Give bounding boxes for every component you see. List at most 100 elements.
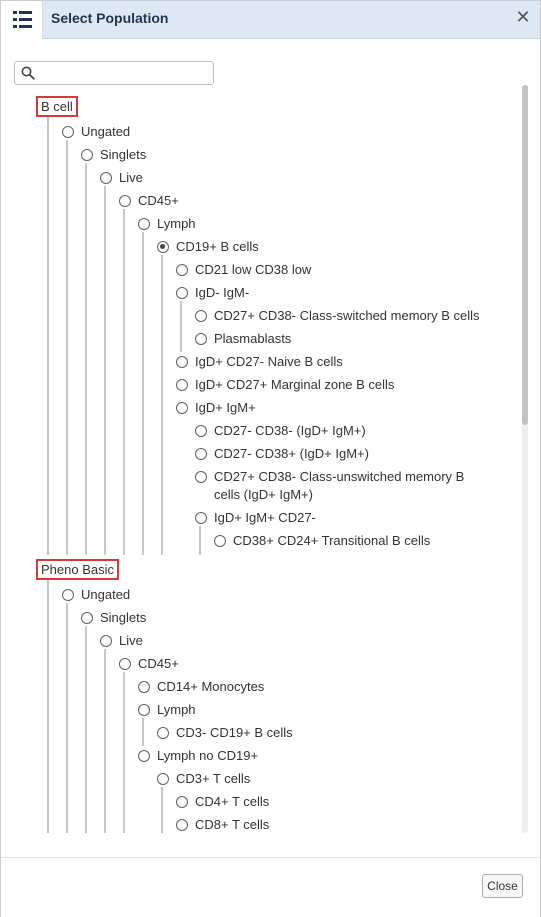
tree-guide-line bbox=[142, 718, 144, 746]
tree-guide-line bbox=[66, 603, 68, 833]
radio-button[interactable] bbox=[195, 471, 207, 483]
tree-node[interactable]: IgD- IgM- bbox=[1, 283, 521, 303]
radio-button[interactable] bbox=[176, 796, 188, 808]
radio-button[interactable] bbox=[176, 287, 188, 299]
scrollbar-thumb[interactable] bbox=[522, 85, 528, 425]
tree-node-label: Live bbox=[119, 170, 143, 185]
radio-button[interactable] bbox=[138, 681, 150, 693]
tree-guide-line bbox=[85, 626, 87, 833]
tree-node[interactable]: CD27- CD38+ (IgD+ IgM+) bbox=[1, 444, 521, 464]
tree-guide-line bbox=[66, 140, 68, 555]
radio-button[interactable] bbox=[62, 589, 74, 601]
list-icon bbox=[1, 1, 43, 39]
tree-node-label: Lymph bbox=[157, 702, 196, 717]
tree-node-label: CD27- CD38+ (IgD+ IgM+) bbox=[214, 446, 369, 461]
tree-node[interactable]: CD3+ T cells bbox=[1, 769, 521, 789]
tree-node-label: CD27+ CD38- Class-switched memory B cell… bbox=[214, 308, 480, 323]
radio-button[interactable] bbox=[81, 149, 93, 161]
radio-button[interactable] bbox=[176, 356, 188, 368]
group-label[interactable]: Pheno Basic bbox=[36, 559, 119, 580]
tree-guide-line bbox=[199, 526, 201, 555]
tree-scrollbar[interactable] bbox=[522, 85, 528, 833]
radio-button[interactable] bbox=[195, 512, 207, 524]
tree-node[interactable]: CD8+ T cells bbox=[1, 815, 521, 833]
radio-button[interactable] bbox=[62, 126, 74, 138]
tree-node[interactable]: Lymph bbox=[1, 214, 521, 234]
radio-button[interactable] bbox=[176, 264, 188, 276]
radio-button[interactable] bbox=[157, 727, 169, 739]
radio-button[interactable] bbox=[195, 333, 207, 345]
tree-node-label: Singlets bbox=[100, 610, 147, 625]
tree-node[interactable]: IgD+ IgM+ CD27- bbox=[1, 508, 521, 528]
tree-node[interactable]: CD27+ CD38- Class-switched memory B cell… bbox=[1, 306, 521, 326]
tree-node-label: CD3+ T cells bbox=[176, 771, 251, 786]
tree-guide-line bbox=[161, 255, 163, 555]
radio-button[interactable] bbox=[176, 402, 188, 414]
tree-node-label: CD27- CD38- (IgD+ IgM+) bbox=[214, 423, 366, 438]
radio-button[interactable] bbox=[81, 612, 93, 624]
tree-node[interactable]: Ungated bbox=[1, 585, 521, 605]
tree-node[interactable]: IgD+ CD27- Naive B cells bbox=[1, 352, 521, 372]
tree-node[interactable]: Ungated bbox=[1, 122, 521, 142]
tree-node-label: IgD+ CD27- Naive B cells bbox=[195, 354, 343, 369]
tree-node[interactable]: CD21 low CD38 low bbox=[1, 260, 521, 280]
tree-node-label: CD38+ CD24+ Transitional B cells bbox=[233, 533, 431, 548]
tree-node-label: CD3- CD19+ B cells bbox=[176, 725, 293, 740]
search-box[interactable] bbox=[14, 61, 214, 85]
tree-node[interactable]: Singlets bbox=[1, 145, 521, 165]
tree-node-label: Ungated bbox=[81, 587, 131, 602]
tree-node[interactable]: CD14+ Monocytes bbox=[1, 677, 521, 697]
tree-node-label: Ungated bbox=[81, 124, 131, 139]
tree-guide-line bbox=[161, 787, 163, 833]
radio-button[interactable] bbox=[119, 195, 131, 207]
close-icon[interactable]: ✕ bbox=[515, 7, 531, 27]
tree-node[interactable]: CD3- CD19+ B cells bbox=[1, 723, 521, 743]
radio-button[interactable] bbox=[195, 425, 207, 437]
tree-node[interactable]: Live bbox=[1, 631, 521, 651]
tree-node[interactable]: CD45+ bbox=[1, 654, 521, 674]
group-label[interactable]: B cell bbox=[36, 96, 78, 117]
radio-selected[interactable] bbox=[157, 241, 169, 253]
radio-button[interactable] bbox=[138, 218, 150, 230]
tree-guide-line bbox=[47, 117, 49, 555]
tree-node[interactable]: IgD+ IgM+ bbox=[1, 398, 521, 418]
tree-guide-line bbox=[123, 672, 125, 833]
radio-button[interactable] bbox=[138, 750, 150, 762]
radio-button[interactable] bbox=[195, 310, 207, 322]
dialog-title: Select Population bbox=[51, 10, 169, 26]
radio-button[interactable] bbox=[157, 773, 169, 785]
radio-button[interactable] bbox=[195, 448, 207, 460]
tree-node[interactable]: Live bbox=[1, 168, 521, 188]
tree-node[interactable]: Plasmablasts bbox=[1, 329, 521, 349]
tree-guide-line bbox=[104, 649, 106, 833]
tree-guide-line bbox=[85, 163, 87, 555]
tree-node[interactable]: Lymph no CD19+ bbox=[1, 746, 521, 766]
radio-button[interactable] bbox=[176, 379, 188, 391]
radio-button[interactable] bbox=[119, 658, 131, 670]
tree-node-label: IgD+ CD27+ Marginal zone B cells bbox=[195, 377, 395, 392]
radio-button[interactable] bbox=[214, 535, 226, 547]
tree-node[interactable]: CD19+ B cells bbox=[1, 237, 521, 257]
tree-node-label-cont: cells (IgD+ IgM+) bbox=[214, 487, 313, 502]
tree-node[interactable]: IgD+ CD27+ Marginal zone B cells bbox=[1, 375, 521, 395]
tree-node[interactable]: CD27- CD38- (IgD+ IgM+) bbox=[1, 421, 521, 441]
search-input[interactable] bbox=[41, 64, 209, 82]
tree-node-label: Singlets bbox=[100, 147, 147, 162]
tree-node-label: CD45+ bbox=[138, 656, 179, 671]
radio-button[interactable] bbox=[176, 819, 188, 831]
tree-node[interactable]: CD45+ bbox=[1, 191, 521, 211]
tree-guide-line bbox=[47, 580, 49, 833]
radio-button[interactable] bbox=[138, 704, 150, 716]
tree-node-label: Lymph no CD19+ bbox=[157, 748, 259, 763]
tree-node-label: Plasmablasts bbox=[214, 331, 292, 346]
tree-node-label: CD14+ Monocytes bbox=[157, 679, 265, 694]
tree-node[interactable]: CD38+ CD24+ Transitional B cells bbox=[1, 531, 521, 551]
radio-button[interactable] bbox=[100, 635, 112, 647]
tree-node[interactable]: Lymph bbox=[1, 700, 521, 720]
radio-button[interactable] bbox=[100, 172, 112, 184]
tree-node[interactable]: CD4+ T cells bbox=[1, 792, 521, 812]
tree-node[interactable]: Singlets bbox=[1, 608, 521, 628]
close-button[interactable]: Close bbox=[482, 874, 523, 898]
